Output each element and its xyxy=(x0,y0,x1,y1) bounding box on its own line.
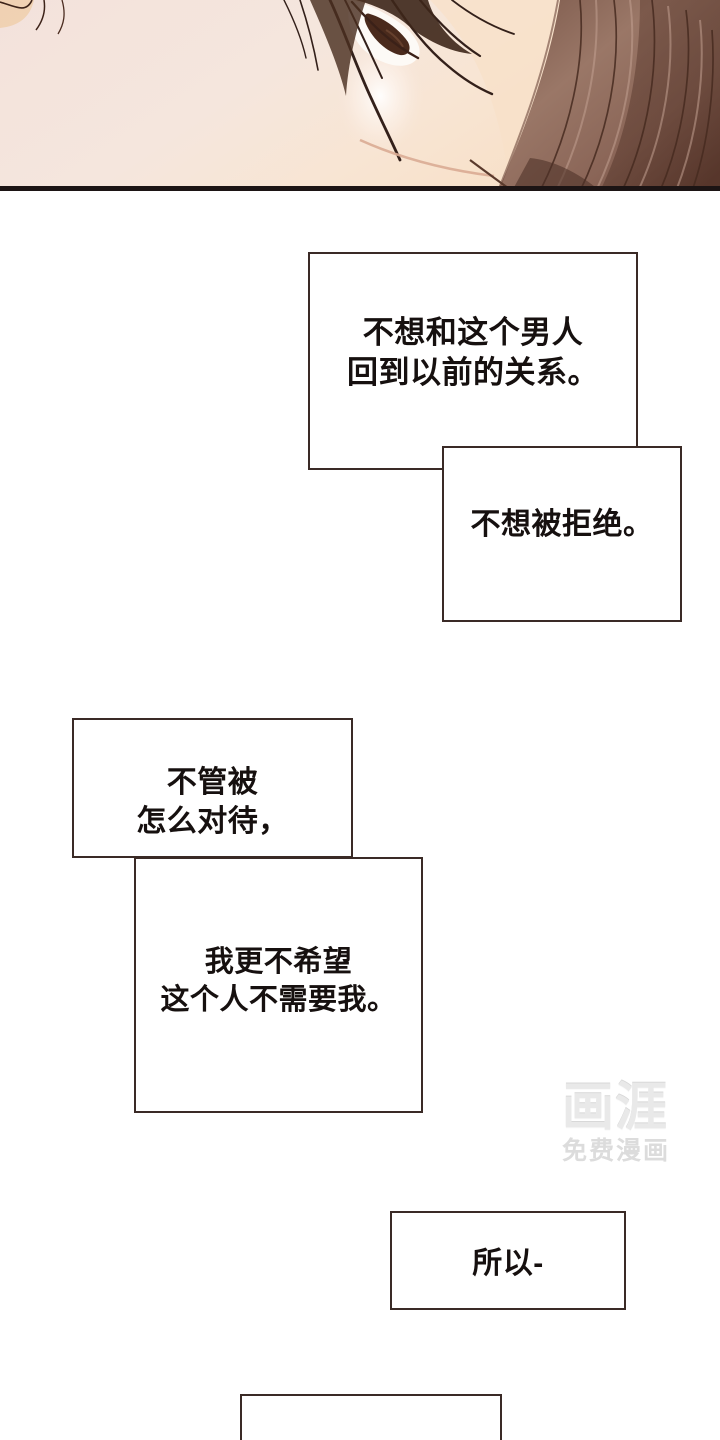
speech-box-3-text: 不管被 怎么对待， xyxy=(136,766,289,838)
speech-box-2 xyxy=(442,446,682,622)
close-up-face-panel xyxy=(0,0,720,191)
speech-box-2-text: 不想被拒绝。 xyxy=(470,508,654,541)
speech-box-6-partial xyxy=(240,1394,502,1440)
watermark-logo-text: 画涯 xyxy=(562,1079,669,1137)
speech-box-1 xyxy=(308,252,638,470)
watermark-sub-text: 免费漫画 xyxy=(562,1137,671,1165)
panel-bottom-border xyxy=(0,186,720,191)
site-watermark: 画涯 免费漫画 xyxy=(562,1082,720,1186)
speech-box-5-text: 所以- xyxy=(472,1247,544,1280)
speech-box-4-text: 我更不希望 这个人不需要我。 xyxy=(160,946,397,1016)
speech-box-1-text: 不想和这个男人 回到以前的关系。 xyxy=(347,315,599,391)
speech-box-4 xyxy=(134,857,423,1113)
face-illustration xyxy=(0,0,720,191)
speech-box-3 xyxy=(72,718,353,858)
speech-box-5 xyxy=(390,1211,626,1310)
